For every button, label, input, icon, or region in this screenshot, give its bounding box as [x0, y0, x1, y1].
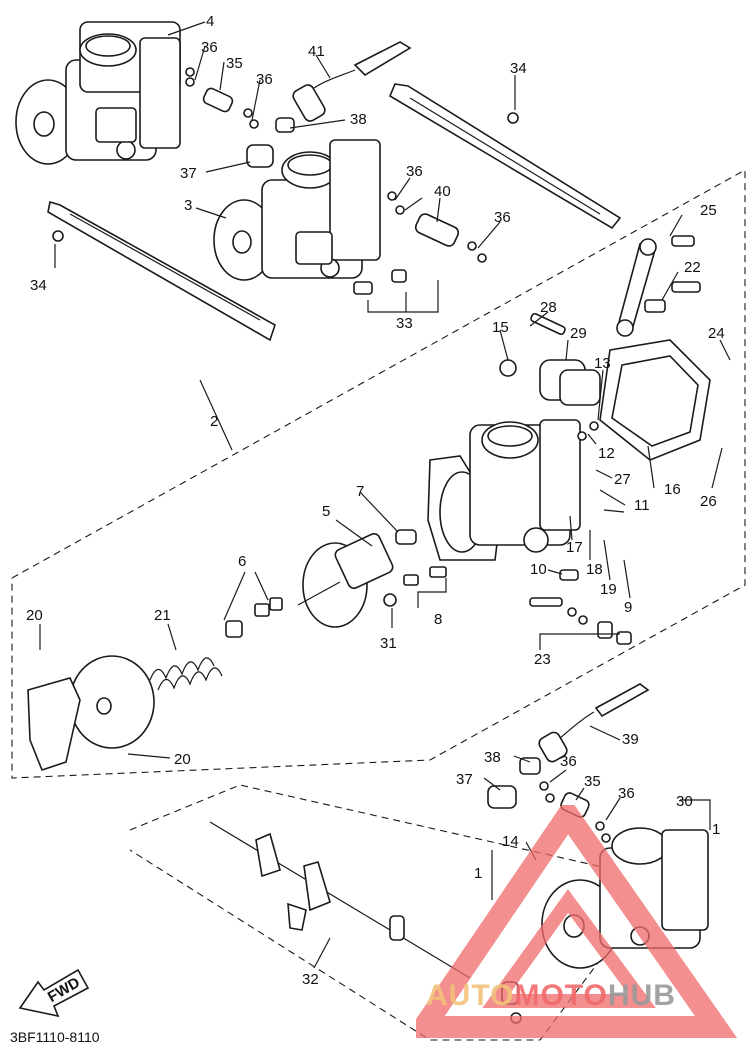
- callout-37-a: 37: [180, 165, 197, 182]
- callout-labels: 4 36 35 36 41 34 38 37 36 3 40 36 25 22 …: [26, 13, 725, 988]
- top-cover: [27, 655, 155, 771]
- watermark-moto: MOTO: [514, 979, 607, 1012]
- callout-1: 1: [712, 821, 720, 838]
- callout-9: 9: [624, 599, 632, 616]
- callout-28: 28: [540, 299, 557, 316]
- cable-joint-41: [292, 41, 412, 122]
- callout-39: 39: [622, 731, 639, 748]
- callout-30: 30: [676, 793, 693, 810]
- watermark-text: AUTOMOTOHUB: [426, 979, 676, 1012]
- callout-25: 25: [700, 202, 717, 219]
- callout-3: 3: [184, 197, 192, 214]
- callout-36-a: 36: [201, 39, 218, 56]
- callout-35-a: 35: [226, 55, 243, 72]
- callout-18: 18: [586, 561, 603, 578]
- callout-22: 22: [684, 259, 701, 276]
- leader-lines: [39, 21, 731, 969]
- callout-36-b: 36: [256, 71, 273, 88]
- callout-26: 26: [700, 493, 717, 510]
- callout-40: 40: [434, 183, 451, 200]
- callout-38-a: 38: [350, 111, 367, 128]
- carburetor-main-body: [427, 339, 711, 561]
- callout-31: 31: [380, 635, 397, 652]
- diagram-code: 3BF1110-8110: [10, 1029, 100, 1045]
- callout-19: 19: [600, 581, 617, 598]
- callout-20-a: 20: [26, 607, 43, 624]
- warning-triangle-icon: [416, 805, 738, 1038]
- callout-36-f: 36: [618, 785, 635, 802]
- callout-20-b: 20: [174, 751, 191, 768]
- callout-12: 12: [598, 445, 615, 462]
- callout-5: 5: [322, 503, 330, 520]
- small-parts-upper: [52, 67, 519, 295]
- linkage-shaft-32: [209, 821, 522, 1024]
- fwd-arrow: FWD: [18, 968, 90, 1018]
- diaphragm-piston: [225, 532, 394, 638]
- callout-6: 6: [238, 553, 246, 570]
- callout-16: 16: [664, 481, 681, 498]
- callout-21: 21: [154, 607, 171, 624]
- boundary-carb-body-box: [11, 169, 746, 779]
- callout-23: 23: [534, 651, 551, 668]
- callout-41: 41: [308, 43, 325, 60]
- callout-34-a: 34: [510, 60, 527, 77]
- callout-36-d: 36: [494, 209, 511, 226]
- spring-21: [149, 657, 223, 691]
- callout-27: 27: [614, 471, 631, 488]
- callout-35-b: 35: [584, 773, 601, 790]
- callout-14: 14: [502, 833, 519, 850]
- automotohub-watermark-logo: AUTOMOTOHUB: [416, 805, 738, 1038]
- callout-15: 15: [492, 319, 509, 336]
- stay-bars: [47, 83, 622, 342]
- callout-24: 24: [708, 325, 725, 342]
- callout-32: 32: [302, 971, 319, 988]
- callout-10: 10: [530, 561, 547, 578]
- throttle-lever: [616, 235, 701, 337]
- callout-38-b: 38: [484, 749, 501, 766]
- watermark-hub: HUB: [608, 979, 676, 1012]
- callout-8: 8: [434, 611, 442, 628]
- carburetor-top-left: [15, 21, 181, 165]
- callout-33: 33: [396, 315, 413, 332]
- callout-36-c: 36: [406, 163, 423, 180]
- callout-4: 4: [206, 13, 214, 30]
- watermark-auto: AUTO: [426, 979, 514, 1012]
- callout-36-e: 36: [560, 753, 577, 770]
- callout-34-b: 34: [30, 277, 47, 294]
- callout-2: 2: [210, 413, 218, 430]
- callout-37-b: 37: [456, 771, 473, 788]
- callout-7: 7: [356, 483, 364, 500]
- carburetor-middle: [213, 139, 381, 281]
- callout-13: 13: [594, 355, 611, 372]
- callout-11: 11: [634, 497, 650, 514]
- callout-29: 29: [570, 325, 587, 342]
- callout-1-b: 1: [474, 865, 482, 882]
- callout-17: 17: [566, 539, 583, 556]
- throttle-cable-39: [487, 683, 650, 843]
